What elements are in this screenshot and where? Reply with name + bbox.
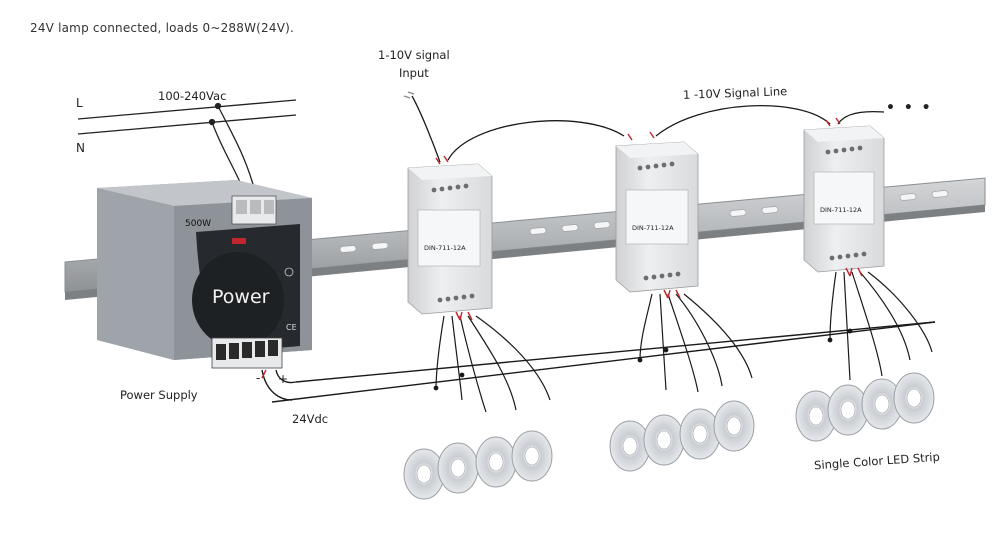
psu-wattage: 500W bbox=[185, 219, 212, 229]
line-l-label: L bbox=[76, 96, 83, 110]
svg-text:CE: CE bbox=[286, 323, 297, 332]
dc-bus bbox=[261, 321, 936, 403]
psu-brand: Power bbox=[212, 286, 270, 308]
bus-junctions bbox=[433, 328, 853, 391]
minus-label: - bbox=[256, 371, 261, 385]
led-reel-centers bbox=[416, 388, 922, 484]
dimmer-model-label-1: DIN-711-12A bbox=[424, 244, 466, 252]
mains-lines bbox=[77, 99, 297, 197]
output-wires bbox=[435, 271, 933, 413]
power-supply-unit: CE bbox=[97, 180, 312, 369]
dimmer-model-label-3: DIN-711-12A bbox=[820, 206, 862, 214]
line-n-label: N bbox=[76, 141, 85, 155]
dc-output-label: 24Vdc bbox=[292, 412, 329, 426]
dimmer-model-label-2: DIN-711-12A bbox=[632, 224, 674, 232]
ac-input-label: 100-240Vac bbox=[158, 89, 227, 103]
dimmer-module-1: DIN-711-12A bbox=[407, 163, 493, 315]
red-wire-tips bbox=[261, 117, 863, 379]
power-supply-label: Power Supply bbox=[120, 388, 198, 402]
continuation-dots: • • • bbox=[886, 100, 933, 116]
plus-label: + bbox=[278, 372, 289, 386]
signal-wiring bbox=[403, 91, 885, 163]
dimmer-module-2: DIN-711-12A bbox=[615, 141, 699, 293]
dimmer-module-3: DIN-711-12A bbox=[803, 125, 885, 273]
caption: 24V lamp connected, loads 0~288W(24V). bbox=[30, 21, 294, 35]
signal-input-label-1: 1-10V signal bbox=[378, 48, 450, 62]
signal-input-label-2: Input bbox=[399, 66, 429, 80]
